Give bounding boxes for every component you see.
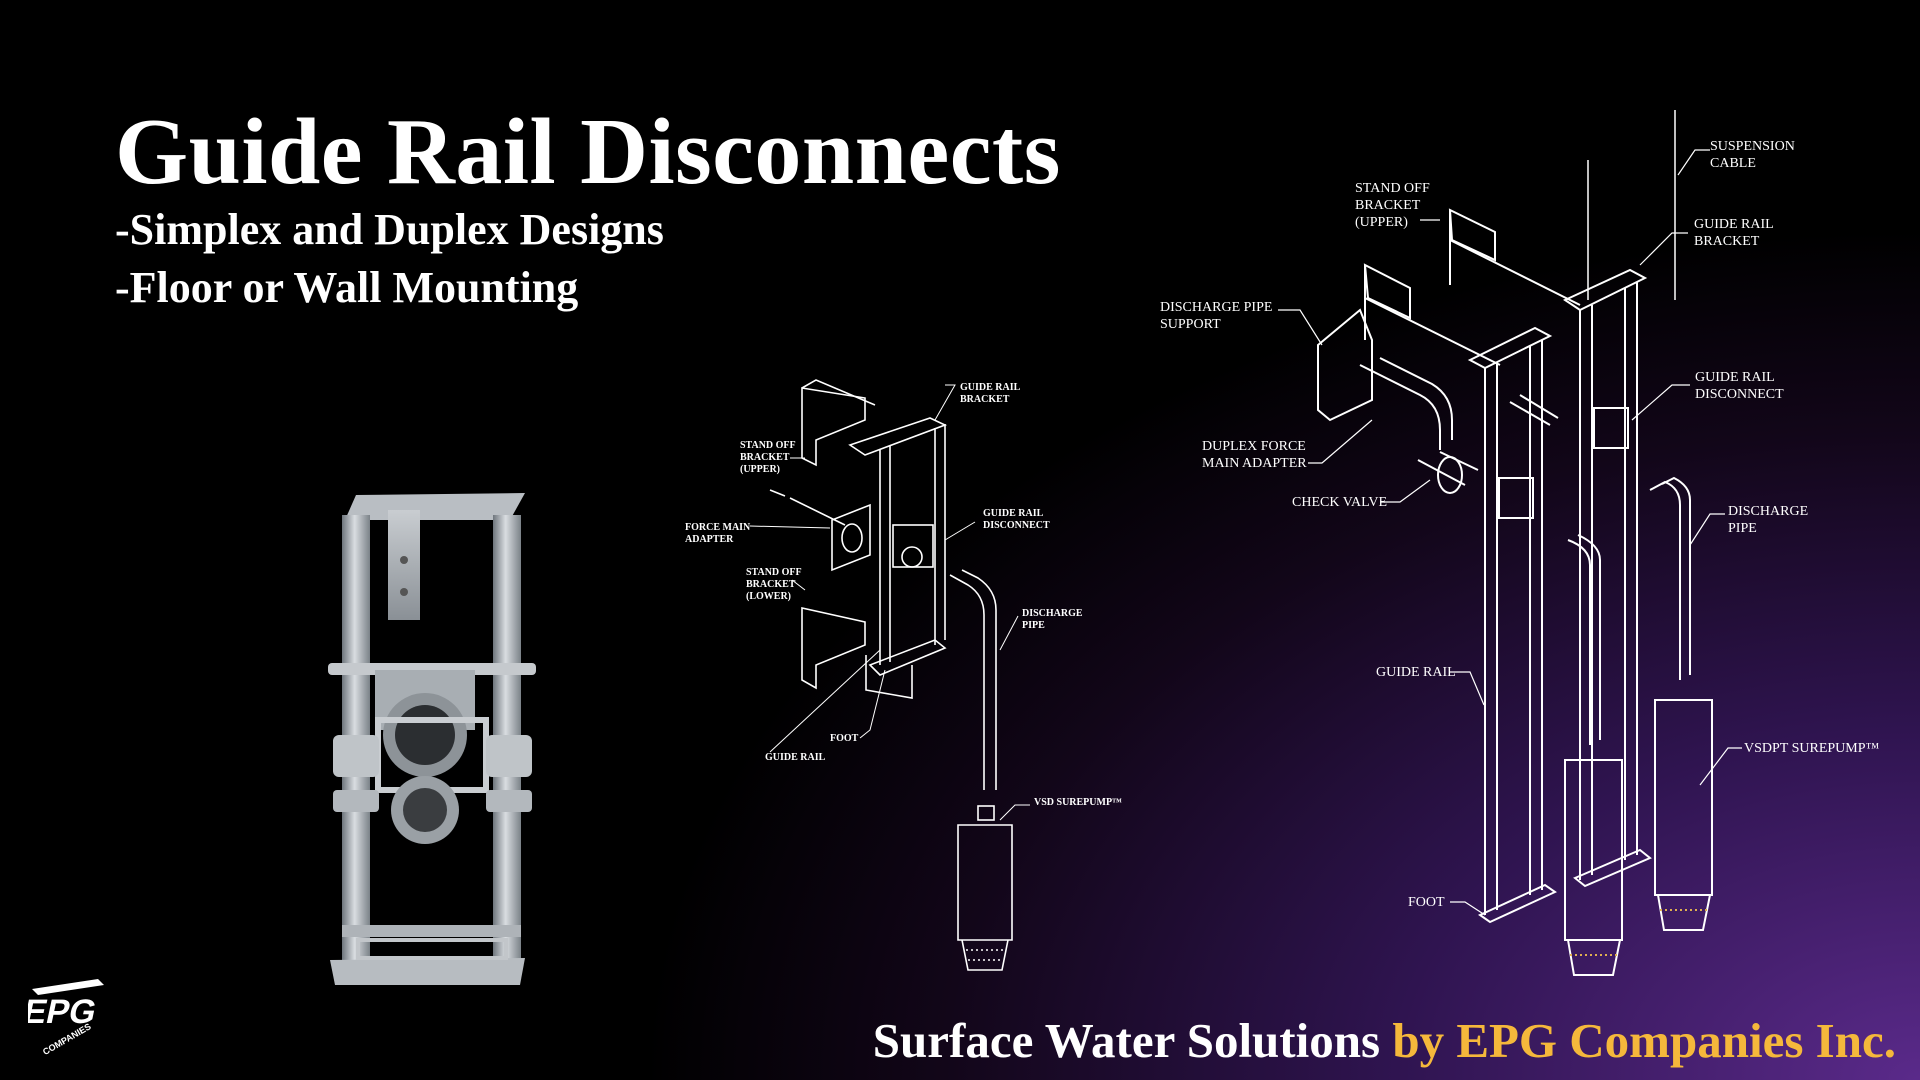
page-title: Guide Rail Disconnects	[115, 100, 1061, 204]
label-duplex-force-main-adapter: DUPLEX FORCE MAIN ADAPTER	[1202, 439, 1307, 471]
label-duplex-guide-rail: GUIDE RAIL	[1376, 665, 1456, 680]
footer-tagline: Surface Water Solutions by EPG Companies…	[873, 1016, 1896, 1065]
label-simplex-vsd-surepump: VSD SUREPUMP™	[1034, 797, 1123, 808]
label-duplex-foot: FOOT	[1408, 895, 1445, 910]
label-simplex-guide-rail: GUIDE RAIL	[765, 752, 826, 763]
subtitle-designs: -Simplex and Duplex Designs	[115, 205, 664, 254]
label-simplex-guide-rail-bracket: GUIDE RAIL BRACKET	[960, 382, 1021, 405]
footer-white-text: Surface Water Solutions	[872, 1013, 1393, 1068]
label-simplex-force-main-adapter: FORCE MAIN ADAPTER	[685, 522, 751, 545]
label-simplex-discharge-pipe: DISCHARGE PIPE	[1022, 608, 1083, 631]
label-duplex-discharge-pipe: DISCHARGE PIPE	[1728, 504, 1809, 536]
label-duplex-discharge-pipe-support: DISCHARGE PIPE SUPPORT	[1160, 300, 1273, 332]
label-duplex-guide-rail-disconnect: GUIDE RAIL DISCONNECT	[1695, 370, 1784, 402]
label-duplex-suspension-cable: SUSPENSION CABLE	[1710, 139, 1795, 171]
label-simplex-guide-rail-disconnect: GUIDE RAIL DISCONNECT	[983, 508, 1050, 531]
label-duplex-stand-off-upper: STAND OFF BRACKET (UPPER)	[1355, 181, 1430, 230]
label-simplex-foot: FOOT	[830, 733, 859, 744]
label-duplex-vsdpt-surepump: VSDPT SUREPUMP™	[1744, 741, 1880, 756]
subtitle-mounting: -Floor or Wall Mounting	[115, 263, 579, 312]
label-duplex-check-valve: CHECK VALVE	[1292, 495, 1388, 510]
label-duplex-guide-rail-bracket: GUIDE RAIL BRACKET	[1694, 217, 1774, 249]
label-simplex-stand-off-upper: STAND OFF BRACKET (UPPER)	[740, 440, 796, 475]
footer-gold-text: by EPG Companies Inc.	[1392, 1013, 1896, 1068]
svg-text:EPG: EPG	[28, 993, 100, 1031]
label-simplex-stand-off-lower: STAND OFF BRACKET (LOWER)	[746, 567, 802, 602]
epg-logo: EPG COMPANIES	[28, 979, 104, 1055]
